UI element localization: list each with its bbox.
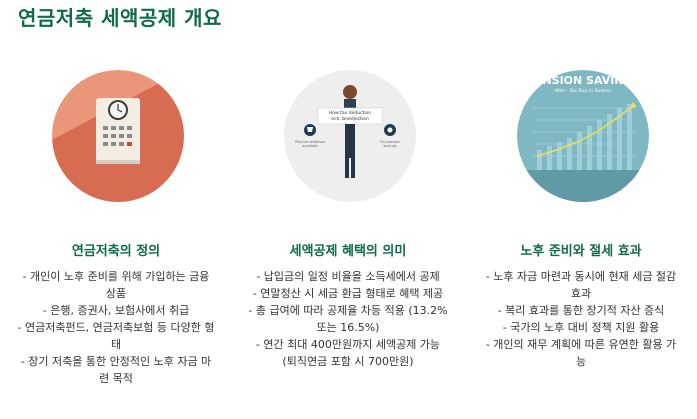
sign-text-1: How tax deduction <box>329 110 371 116</box>
list-item: - 국가의 노후 대비 정책 지원 활용 <box>502 321 660 334</box>
page-title: 연금저축 세액공제 개요 <box>18 6 222 30</box>
tax-deduction-person-illustration: How tax deduction ech, bnedjection Procu… <box>284 70 416 202</box>
left-label: Procure ordelisos <box>295 140 325 144</box>
right-label: Fro posiobn <box>380 140 400 144</box>
pension-savings-chart-illustration: NSION SAVIN Whe - Tax-Terp in Sevires <box>517 70 649 202</box>
left-label-2: availabls <box>302 144 318 148</box>
card-list: - 노후 자금 마련과 동시에 현재 세금 절감 효과 - 복리 효과를 통한 … <box>481 268 681 370</box>
card-title: 연금저축의 정의 <box>71 244 161 259</box>
list-item: - 은행, 증권사, 보험사에서 취급 <box>42 304 190 317</box>
card-title: 노후 준비와 절세 효과 <box>520 244 642 259</box>
calculator-clock-illustration <box>52 70 184 202</box>
card-list: - 개인이 노후 준비를 위해 가입하는 금융 상품 - 은행, 증권사, 보험… <box>16 268 216 387</box>
list-item: - 납입금의 일정 비율을 소득세에서 공제 <box>256 270 440 283</box>
list-item: - 노후 자금 마련과 동시에 현재 세금 절감 효과 <box>485 270 677 300</box>
chart-headline: NSION SAVIN <box>542 74 623 87</box>
list-item: - 총 급여에 따라 공제율 차등 적용 (13.2% 또는 16.5%) <box>248 304 448 334</box>
sign-text-2: ech, bnedjection <box>331 116 369 122</box>
list-item: - 연금저축펀드, 연금저축보험 등 다양한 형태 <box>17 321 215 351</box>
chart-sub: Whe - Tax-Terp in Sevires <box>555 88 612 94</box>
list-item: - 연간 최대 400만원까지 세액공제 가능 (퇴직연금 포함 시 700만원… <box>255 338 441 368</box>
right-label-2: savings <box>383 144 396 148</box>
card-title: 세액공제 혜택의 의미 <box>289 244 407 259</box>
list-item: - 장기 저축을 통한 안정적인 노후 자금 마련 목적 <box>20 355 212 385</box>
list-item: - 연말정산 시 세금 환급 형태로 혜택 제공 <box>252 287 444 300</box>
list-item: - 복리 효과를 통한 장기적 자산 증식 <box>497 304 665 317</box>
list-item: - 개인이 노후 준비를 위해 가입하는 금융 상품 <box>22 270 210 300</box>
list-item: - 개인의 재무 계획에 따른 유연한 활용 가능 <box>485 338 677 368</box>
card-list: - 납입금의 일정 비율을 소득세에서 공제 - 연말정산 시 세금 환급 형태… <box>248 268 448 370</box>
